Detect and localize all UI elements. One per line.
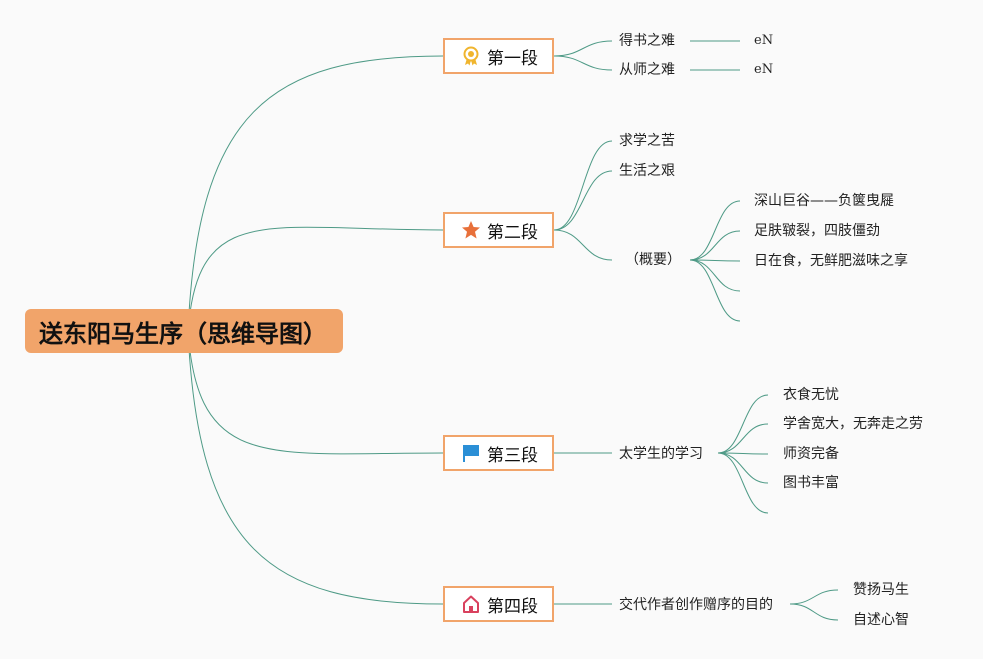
- connector-14: [717, 394, 769, 454]
- section-3-node[interactable]: 第三段: [443, 435, 554, 471]
- section-4-sub-1[interactable]: 赞扬马生: [853, 582, 909, 598]
- connector-17: [717, 452, 769, 484]
- section-1-item-2-note[interactable]: eN: [754, 62, 774, 77]
- section-3-item-1[interactable]: 太学生的学习: [619, 446, 703, 462]
- section-3-sub-3[interactable]: 师资完备: [783, 446, 839, 462]
- connector-central-section-4: [187, 330, 444, 605]
- connector-20: [789, 589, 839, 605]
- section-2-item-2[interactable]: 生活之艰: [619, 163, 675, 179]
- section-2-sub-1[interactable]: 深山巨谷——负箧曳屣: [754, 193, 894, 209]
- connector-11: [689, 259, 741, 292]
- flag-icon: [461, 443, 481, 463]
- connector-9: [689, 230, 741, 261]
- section-1-label: 第一段: [487, 48, 538, 69]
- section-1-item-1-note[interactable]: eN: [754, 33, 774, 48]
- connector-central-section-2: [187, 226, 444, 332]
- section-1-item-2[interactable]: 从师之难: [619, 62, 675, 78]
- central-topic-label: 送东阳马生序（思维导图）: [39, 319, 327, 348]
- connector-7: [553, 229, 613, 261]
- connector-12: [689, 259, 741, 322]
- connector-central-section-3: [187, 330, 444, 455]
- connector-6: [553, 170, 613, 231]
- connector-10: [689, 259, 741, 262]
- section-3-label: 第三段: [487, 445, 538, 466]
- home-icon: [461, 594, 481, 614]
- connector-21: [789, 603, 839, 621]
- section-2-item-1[interactable]: 求学之苦: [619, 133, 675, 149]
- section-2-item-3[interactable]: （概要）: [625, 252, 681, 268]
- section-2-label: 第二段: [487, 222, 538, 243]
- connector-16: [717, 452, 769, 455]
- section-4-node[interactable]: 第四段: [443, 586, 554, 622]
- section-3-sub-4[interactable]: 图书丰富: [783, 475, 839, 491]
- section-4-label: 第四段: [487, 596, 538, 617]
- central-topic[interactable]: 送东阳马生序（思维导图）: [25, 309, 343, 353]
- section-2-sub-2[interactable]: 足肤皲裂，四肢僵劲: [754, 223, 880, 239]
- section-1-item-1[interactable]: 得书之难: [619, 33, 675, 49]
- connector-2: [553, 55, 613, 71]
- connector-central-section-1: [187, 55, 444, 332]
- connector-5: [553, 140, 613, 231]
- connector-8: [689, 200, 741, 261]
- star-icon: [461, 220, 481, 240]
- section-2-sub-3[interactable]: 日在食，无鲜肥滋味之享: [754, 253, 908, 269]
- section-3-sub-2[interactable]: 学舍宽大，无奔走之劳: [783, 416, 923, 432]
- section-1-node[interactable]: 第一段: [443, 38, 554, 74]
- connector-18: [717, 452, 769, 514]
- section-2-node[interactable]: 第二段: [443, 212, 554, 248]
- section-4-item-1[interactable]: 交代作者创作赠序的目的: [619, 597, 773, 613]
- section-3-sub-1[interactable]: 衣食无忧: [783, 387, 839, 403]
- connector-1: [553, 40, 613, 57]
- award-ribbon-icon: [461, 46, 481, 66]
- connector-15: [717, 423, 769, 454]
- section-4-sub-2[interactable]: 自述心智: [853, 612, 909, 628]
